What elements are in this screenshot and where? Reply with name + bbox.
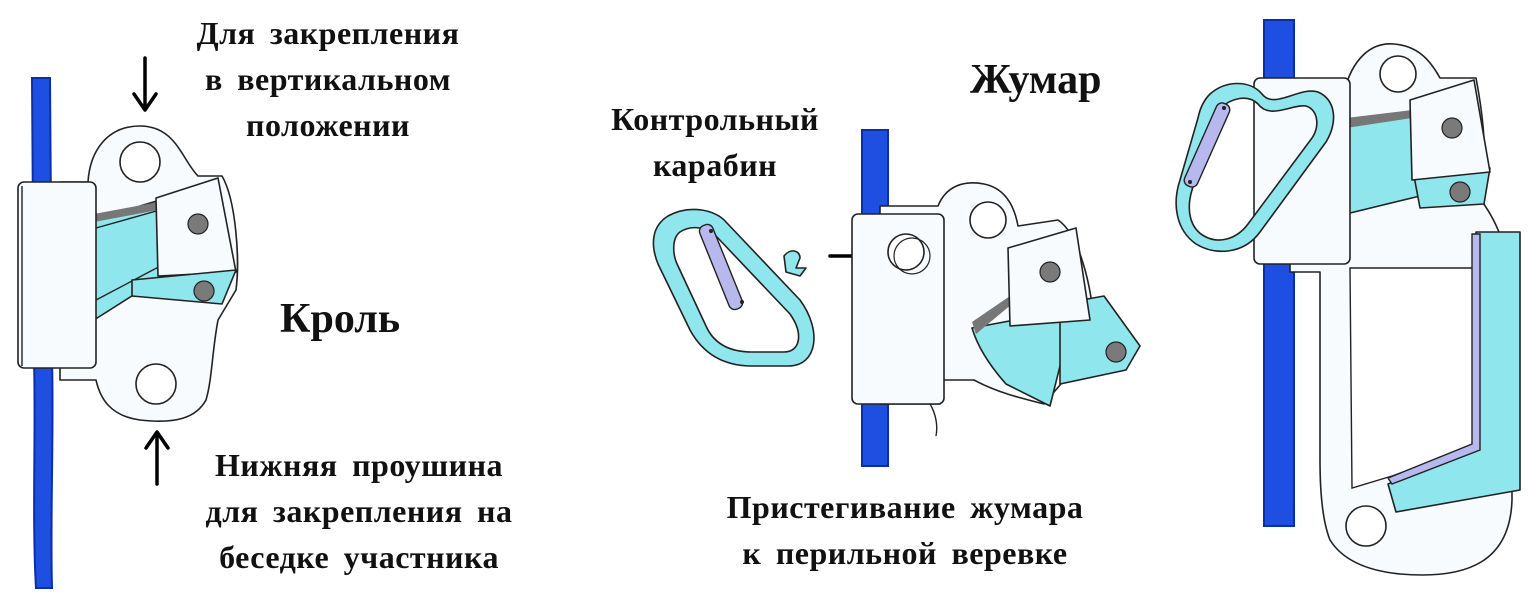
- clipping-label: Пристегивание жумара к перильной веревке: [690, 484, 1120, 576]
- jumar-right-cam-aqua: [1345, 111, 1421, 215]
- jumar-right-cam-bolt: [1441, 117, 1463, 139]
- top-attach-line-2: в вертикальном: [204, 61, 452, 97]
- jumar-right-trigger-bolt: [1449, 181, 1471, 203]
- top-attach-label: Для закрепления в вертикальном положении: [170, 10, 486, 148]
- arrow-up-bottom-head: [144, 430, 170, 450]
- jumar-cam-bolt: [1039, 261, 1061, 283]
- gate-pin-bottom: [740, 300, 744, 304]
- jumar-right-grip-edge: [1386, 233, 1481, 485]
- bottom-eye-line-1: Нижняя проушина: [215, 447, 503, 483]
- right-gate-pin-bottom: [1188, 180, 1192, 184]
- jumar-cord-tail: [929, 403, 938, 437]
- top-attach-line-1: Для закрепления: [196, 15, 460, 51]
- krol-device-group: [17, 77, 239, 589]
- krol-trigger-bolt: [193, 280, 215, 302]
- jumar-top-hole: [969, 201, 1007, 239]
- gate-pin-top: [709, 229, 713, 233]
- jumar-cam-shadow: [972, 296, 1012, 334]
- jumar-control-hole-rim: [893, 237, 931, 275]
- control-carabiner-group: [652, 208, 815, 367]
- control-carabiner-line-1: Контрольный: [611, 101, 819, 137]
- carabiner-gate: [698, 223, 744, 311]
- arrows-left: [132, 56, 170, 486]
- krol-cam-bolt: [187, 213, 209, 235]
- jumar-control-hole: [887, 233, 925, 271]
- jumar-right-bottom-hole: [1345, 505, 1387, 547]
- bottom-eye-hole: [135, 363, 177, 405]
- arrow-down-top-head: [132, 92, 158, 112]
- jumar-center-group: [851, 129, 1141, 467]
- krol-title: Кроль: [280, 296, 401, 342]
- control-carabiner-line-2: карабин: [652, 147, 778, 183]
- carabiner-nose: [783, 250, 807, 277]
- bottom-eye-line-2: для закрепления на: [205, 493, 513, 529]
- clipping-line-1: Пристегивание жумара: [726, 489, 1084, 525]
- right-carabiner-gate: [1183, 102, 1231, 188]
- jumar-right-group: [1175, 19, 1521, 576]
- right-gate-pin-top: [1222, 106, 1226, 110]
- krol-rope-sleeve: [17, 181, 97, 369]
- jumar-trigger-bolt: [1105, 341, 1127, 363]
- bottom-eye-line-3: беседке участника: [219, 539, 499, 575]
- jumar-right-cam-shadow: [1346, 110, 1412, 128]
- clipping-line-2: к перильной веревке: [742, 535, 1068, 571]
- krol-cam-shadow: [94, 202, 158, 222]
- jumar-right-top-hole: [1379, 55, 1417, 93]
- top-eye-hole: [119, 141, 161, 183]
- jumar-title: Жумар: [970, 57, 1102, 103]
- control-carabiner-label: Контрольный карабин: [590, 96, 840, 188]
- jumar-cam-aqua: [971, 309, 1069, 407]
- bottom-eye-label: Нижняя проушина для закрепления на бесед…: [176, 442, 542, 580]
- top-attach-line-3: положении: [246, 107, 410, 143]
